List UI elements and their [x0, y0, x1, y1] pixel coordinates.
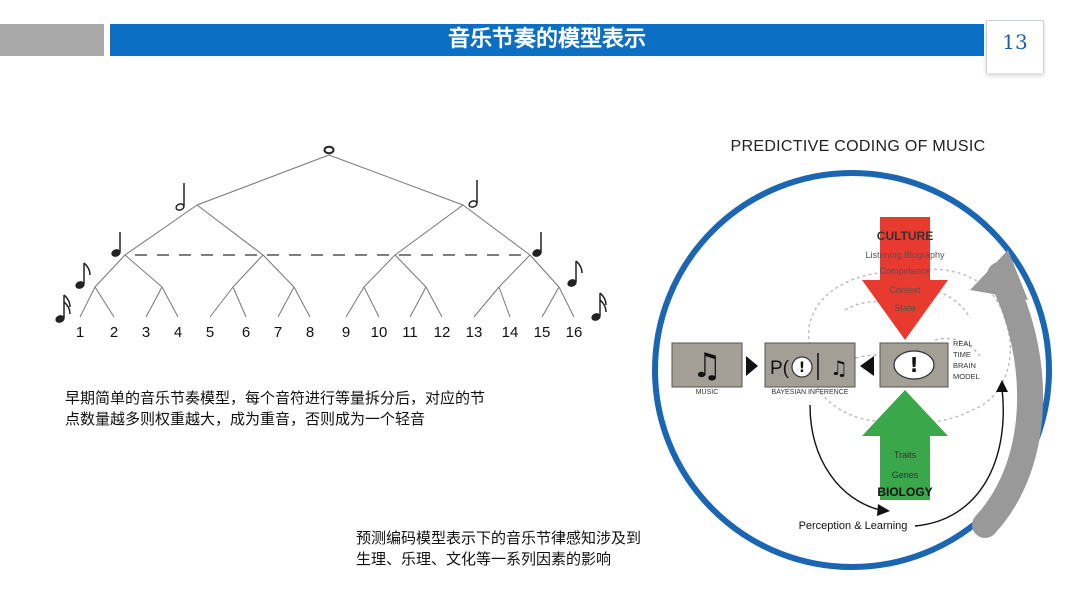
- inference-to-learning-arrow: [809, 404, 881, 511]
- tree-leaf-label: 16: [566, 324, 583, 341]
- music-label: MUSIC: [696, 389, 719, 396]
- predictive-caption-line: 预测编码模型表示下的音乐节律感知涉及到: [356, 529, 642, 547]
- tree-leaf-label: 15: [534, 324, 551, 341]
- model-label-line: MODEL: [953, 372, 980, 381]
- model-to-inference-arrow: [860, 356, 874, 376]
- tree-leaf-label: 12: [434, 324, 451, 341]
- note-half-icon: [468, 180, 478, 208]
- tree-leaf-label: 5: [206, 324, 214, 341]
- model-label-line: TIME: [953, 350, 971, 359]
- tree-leaf-label: 7: [274, 324, 282, 341]
- tree-leaf-label: 8: [306, 324, 314, 341]
- note-sixteenth-icon: [591, 292, 607, 321]
- tree-leaf-label: 2: [110, 324, 118, 341]
- inference-to-learning-arrow-head: [877, 504, 890, 516]
- note-eighth-icon: [567, 260, 583, 287]
- tree-leaf-label: 3: [142, 324, 150, 341]
- feedback-gray-arrow: [972, 262, 1044, 538]
- predictive-caption-line: 生理、乐理、文化等一系列因素的影响: [356, 550, 612, 568]
- exclamation-icon: !: [799, 360, 805, 376]
- bayesian-label: BAYESIAN INFERENCE: [772, 389, 849, 396]
- tree-caption-line: 早期简单的音乐节奏模型，每个音符进行等量拆分后，对应的节: [65, 389, 486, 407]
- tree-leaf-label: 9: [342, 324, 350, 341]
- music-box: [671, 342, 743, 388]
- exclamation-icon: !: [909, 353, 918, 377]
- perception-learning-label: Perception & Learning: [799, 520, 908, 532]
- tree-leaf-label: 4: [174, 324, 182, 341]
- model-label-line: REAL: [953, 339, 973, 348]
- tree-leaf-label: 11: [402, 324, 418, 341]
- biology-label: BIOLOGY: [877, 485, 932, 499]
- brain-model-icon: [893, 350, 935, 380]
- model-label-line: BRAIN: [953, 361, 976, 370]
- biology-item: Genes: [892, 470, 919, 480]
- tree-leaf-label: 6: [242, 324, 250, 341]
- predictive-coding-diagram: CULTURE Listening Biography Competence C…: [652, 170, 1052, 570]
- predictive-coding-title: PREDICTIVE CODING OF MUSIC: [730, 138, 986, 155]
- tree-leaf-label: 14: [502, 324, 519, 341]
- tree-leaf-label: 13: [466, 324, 483, 341]
- tree-leaf-label: 1: [76, 324, 84, 341]
- metrical-tree-diagram: 1 2 3 4 5 6 7 8 9 10 11 12 13 14 15 16: [55, 145, 607, 341]
- tree-caption: 早期简单的音乐节奏模型，每个音符进行等量拆分后，对应的节 点数量越多则权重越大，…: [65, 388, 585, 430]
- music-to-inference-arrow: [746, 356, 758, 376]
- brain-small-icon: [791, 356, 813, 378]
- learning-to-model-arrow-head: [996, 380, 1008, 392]
- culture-item: Context: [889, 285, 921, 295]
- biology-item: Traits: [894, 450, 917, 460]
- music-note-small-icon: ♫: [830, 356, 848, 380]
- predictive-caption: 预测编码模型表示下的音乐节律感知涉及到 生理、乐理、文化等一系列因素的影响: [356, 528, 736, 570]
- note-sixteenth-icon: [55, 294, 71, 323]
- note-quarter-icon: [111, 232, 121, 257]
- header-gray-bar: [0, 24, 104, 56]
- music-note-icon: ♫: [692, 346, 722, 386]
- tree-leaf-label: 10: [371, 324, 388, 341]
- header-blue-bar: [110, 24, 984, 56]
- page-number: 13: [1002, 30, 1028, 54]
- probability-symbol: P(: [770, 358, 790, 379]
- note-whole-icon: [323, 145, 335, 155]
- feedback-arrow-head: [970, 250, 1028, 300]
- page-number-tab: [986, 20, 1044, 73]
- tree-caption-line: 点数量越多则权重越大，成为重音，否则成为一个轻音: [65, 410, 426, 428]
- note-eighth-icon: [75, 262, 91, 289]
- note-half-icon: [175, 183, 185, 211]
- biology-arrow: [862, 390, 948, 500]
- culture-arrow: [862, 217, 948, 340]
- culture-item: Listening Biography: [865, 250, 945, 260]
- note-quarter-icon: [532, 232, 542, 257]
- culture-item: State: [894, 303, 915, 313]
- page-title: 音乐节奏的模型表示: [447, 27, 646, 52]
- culture-item: Competence: [879, 266, 930, 276]
- culture-label: CULTURE: [877, 229, 933, 243]
- learning-to-model-arrow: [914, 387, 1004, 527]
